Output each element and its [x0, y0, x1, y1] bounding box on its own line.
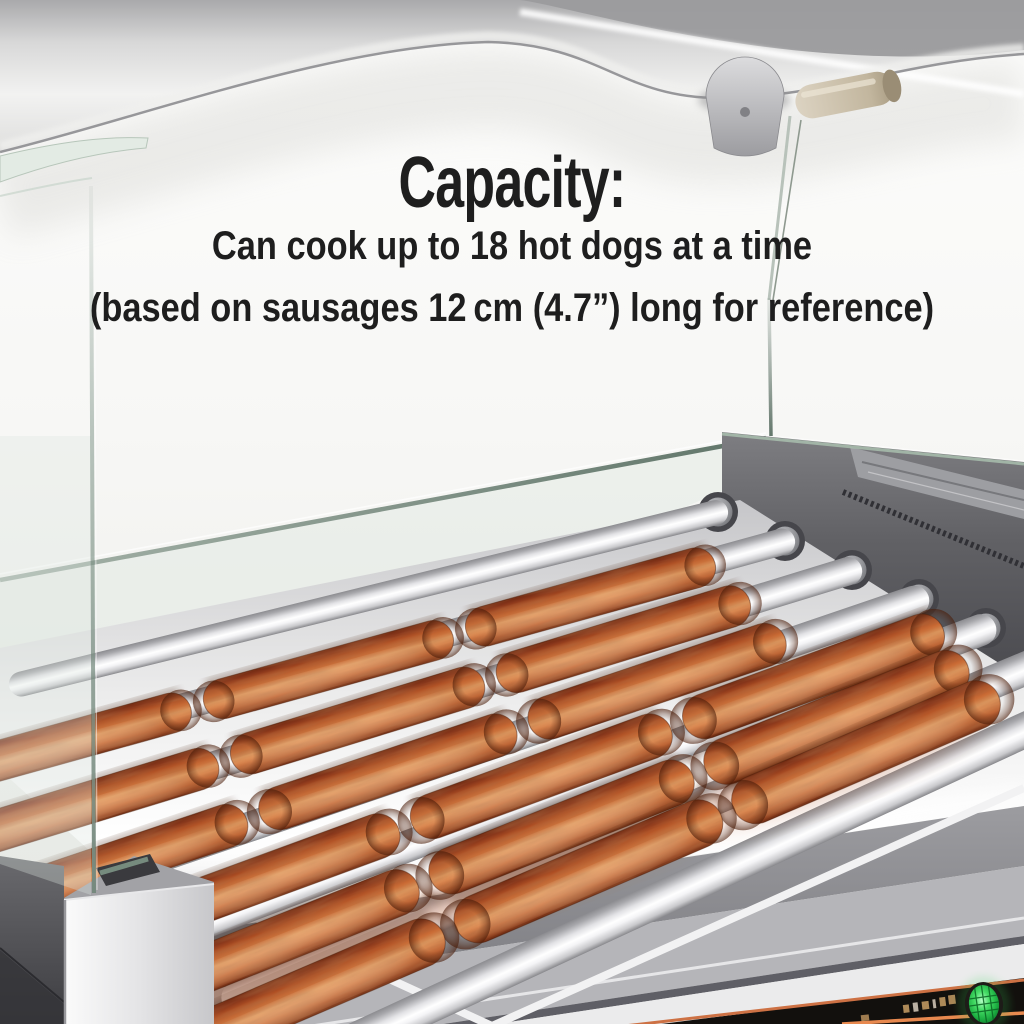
hot-dog: [669, 607, 958, 744]
hot-dog: [455, 542, 726, 650]
panel-glyphs: [860, 994, 956, 1022]
canopy: [0, 0, 1024, 437]
hot-dog: [440, 792, 737, 950]
heat-glow-spot: [159, 904, 441, 1020]
lift-rod: [767, 115, 792, 301]
hot-dog: [192, 615, 464, 723]
canopy-top-face: [520, 0, 1024, 57]
glass-resting-edge: [721, 432, 1024, 466]
front-left-post: [63, 854, 215, 1024]
hot-dog: [0, 687, 202, 792]
hot-dog: [140, 862, 433, 1010]
power-button-grid: [969, 985, 999, 1023]
roller: [270, 671, 1024, 1024]
hot-dogs: [0, 542, 1015, 1024]
hot-dog: [485, 579, 762, 697]
hinge-bracket: [705, 56, 785, 157]
left-end-cap: [0, 856, 65, 1024]
hot-dog: [246, 707, 529, 835]
power-button: [957, 976, 1011, 1024]
hot-dog: [717, 673, 1015, 831]
serrated-guard-edge: [841, 489, 1024, 569]
hot-dog: [516, 617, 799, 744]
hinge: [698, 56, 902, 437]
hot-dog: [690, 643, 983, 791]
hot-dog: [219, 661, 496, 778]
panel-orange-stripe: [628, 978, 1024, 1024]
hinge-cylinder: [795, 69, 902, 119]
lift-rod-2: [772, 119, 802, 301]
hot-dog: [415, 753, 708, 900]
glass-corner-edge: [767, 297, 773, 437]
control-panel: [628, 976, 1024, 1024]
roller: [8, 500, 729, 697]
canopy-glass-lip: [0, 137, 149, 183]
front-glass-pane: [0, 185, 98, 895]
hot-dog: [162, 911, 460, 1024]
